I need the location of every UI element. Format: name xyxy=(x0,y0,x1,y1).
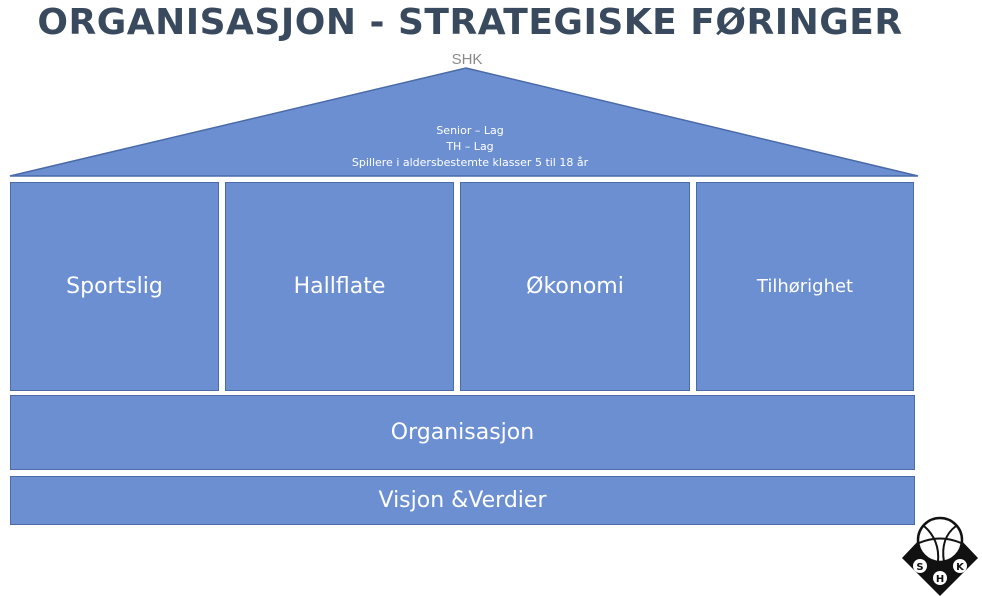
pillar-okonomi: Økonomi xyxy=(460,182,690,391)
roof-line: Spillere i aldersbestemte klasser 5 til … xyxy=(351,156,589,169)
foundation-visjon-verdier: Visjon &Verdier xyxy=(10,476,915,525)
pillar-label: Økonomi xyxy=(526,274,624,299)
foundation-label: Organisasjon xyxy=(390,420,535,445)
club-logo: S H K xyxy=(902,516,978,596)
pillar-sportslig: Sportslig xyxy=(10,182,219,391)
foundation-organisasjon: Organisasjon xyxy=(10,395,915,470)
roof-shape xyxy=(9,67,919,177)
pillar-label: Tilhørighet xyxy=(756,276,854,297)
logo-letter: H xyxy=(936,574,944,585)
pillar-label: Sportslig xyxy=(66,274,163,299)
roof-line: Senior – Lag xyxy=(436,124,504,137)
pillar-tilhorighet: Tilhørighet xyxy=(696,182,914,391)
roof-text: Senior – Lag TH – Lag Spillere i aldersb… xyxy=(290,123,650,171)
roof-top-label: SHK xyxy=(451,51,483,68)
logo-letter: K xyxy=(956,562,965,573)
pillar-hallflate: Hallflate xyxy=(225,182,454,391)
pillar-label: Hallflate xyxy=(293,274,386,299)
foundation-label: Visjon &Verdier xyxy=(378,488,547,513)
roof-line: TH – Lag xyxy=(446,140,494,153)
page-title: ORGANISASJON - STRATEGISKE FØRINGER xyxy=(37,2,903,43)
logo-letter: S xyxy=(916,562,923,573)
